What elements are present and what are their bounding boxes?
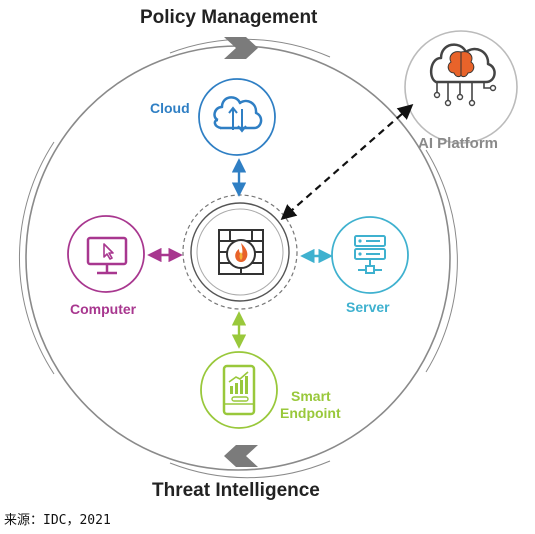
smartphone-chart-icon [222, 364, 256, 416]
server-label: Server [346, 299, 390, 315]
ai-platform-node[interactable] [404, 30, 518, 144]
smart-endpoint-node[interactable] [200, 351, 278, 429]
computer-node[interactable] [67, 215, 145, 293]
cloud-label: Cloud [150, 100, 190, 116]
server-node[interactable] [331, 216, 409, 294]
firewall-flame-icon [218, 229, 264, 275]
server-rack-icon [354, 235, 386, 274]
threat-intelligence-title: Threat Intelligence [152, 480, 320, 501]
smart-endpoint-label-line1: Smart [291, 388, 331, 404]
computer-label: Computer [70, 301, 137, 317]
monitor-cursor-icon [86, 236, 128, 275]
smart-endpoint-label-line2: Endpoint [280, 405, 341, 421]
policy-management-title: Policy Management [140, 7, 318, 28]
chevron-left-icon [224, 445, 258, 467]
ai-platform-hub-arrow [280, 103, 414, 221]
cloud-brain-icon [429, 43, 497, 107]
cloud-node[interactable] [198, 78, 276, 156]
chevron-right-icon [224, 37, 258, 59]
cloud-upload-download-icon [213, 96, 263, 133]
source-note: 来源：IDC，2021 [4, 513, 111, 528]
ai-platform-label: AI Platform [418, 135, 499, 152]
